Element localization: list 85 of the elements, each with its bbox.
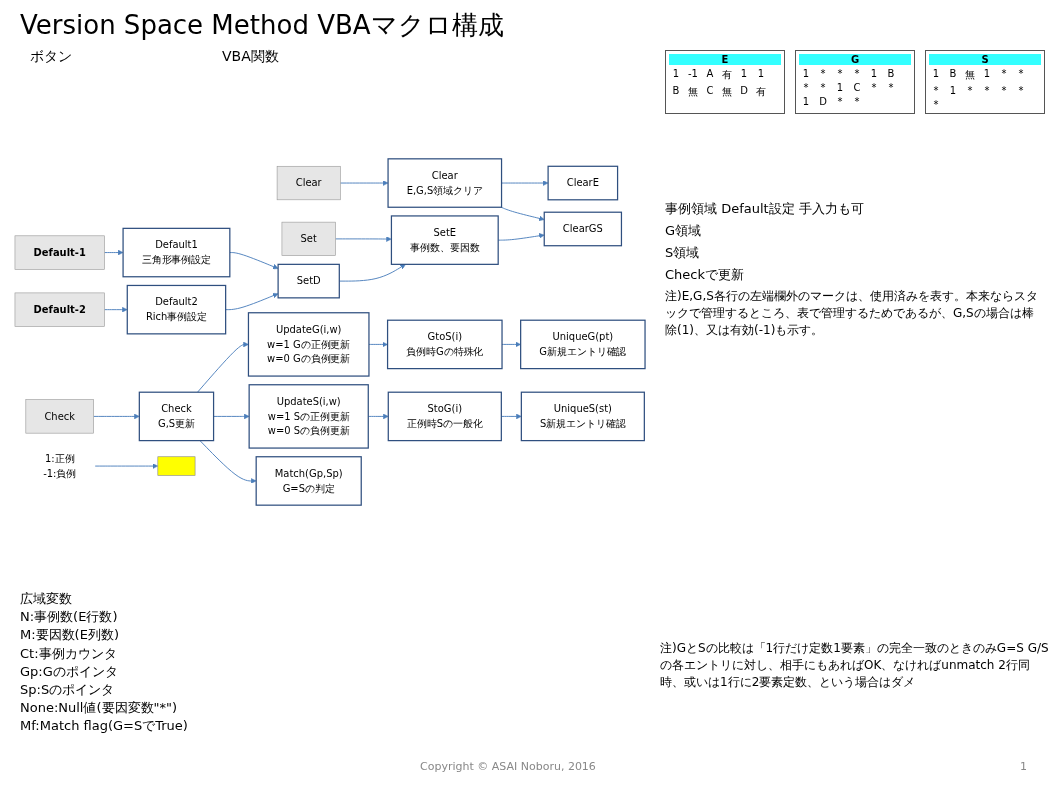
variable-text: Mf:Match flag(G=SでTrue) (20, 717, 188, 736)
note-text: 注)E,G,S各行の左端欄外のマークは、使用済みを表す。本来ならスタックで管理するところ、表で管理するためであるが、G,Sの場合は棒除(1)、又は有効(-1)も示す。 (665, 288, 1039, 339)
table-cell-text: 1 (801, 68, 811, 79)
table-cell-text: B (671, 85, 681, 98)
node-box: Default-1 (14, 235, 105, 270)
node-box: UniqueS(st) S新規エントリ確認 (520, 391, 645, 442)
variable-text: N:事例数(E行数) (20, 608, 119, 627)
node-bar (157, 456, 196, 476)
table-cell-text: C (852, 82, 862, 93)
table-cell-text: * (932, 99, 940, 110)
table-heading: G (799, 54, 911, 65)
table-cell-text: -1 (687, 68, 699, 81)
node-box: Default1 三角形事例設定 (122, 227, 231, 278)
table-cell-text: 1 (931, 68, 941, 81)
node-box: GtoS(i) 負例時Gの特殊化 (386, 319, 503, 370)
table-cell-text: 1 (756, 68, 766, 81)
table-cell-text: C (705, 85, 715, 98)
table-cell-text: D (818, 96, 828, 107)
table-cell-text: 無 (964, 68, 976, 82)
table-cell-text: D (739, 85, 749, 98)
region-label: G領域 (665, 222, 703, 240)
node-box: Set (281, 221, 336, 256)
table-cell-text: * (853, 68, 861, 79)
node-box: SetE 事例数、要因数 (390, 215, 499, 265)
table-cell-text: * (836, 96, 844, 107)
node-box: Check (25, 399, 94, 434)
table-cell-text: * (836, 68, 844, 79)
table-cell-text: * (853, 96, 861, 107)
table-cell-text: * (887, 82, 895, 93)
node-box: Clear (276, 165, 341, 201)
table-cell-text: 1 (739, 68, 749, 81)
node-box: UpdateG(i,w) w=1 Gの正例更新 w=0 Gの負例更新 (247, 312, 370, 377)
table-cell-text: * (1000, 85, 1008, 96)
table-cell-text: 1 (835, 82, 845, 93)
table-cell-text: 1 (869, 68, 879, 79)
table-cell-text: * (1017, 85, 1025, 96)
node-box: Match(Gp,Sp) G=Sの判定 (255, 456, 362, 506)
table-cell-text: * (966, 85, 974, 96)
node-box: Clear E,G,S領域クリア (387, 158, 503, 208)
table-cell-text: * (802, 82, 810, 93)
node-text: 1:正例 -1:負例 (43, 452, 77, 480)
variable-text: None:Null値(要因変数"*") (20, 699, 179, 718)
column-heading: ボタン (30, 48, 72, 64)
title: Version Space Method VBAマクロ構成 (20, 9, 504, 42)
variable-text: M:要因数(E列数) (20, 626, 120, 645)
variable-text: Ct:事例カウンタ (20, 644, 118, 663)
variable-text: Sp:Sのポインタ (20, 680, 116, 699)
table-cell-text: * (819, 82, 827, 93)
table-cell-text: 1 (801, 96, 811, 107)
node-box: UpdateS(i,w) w=1 Sの正例更新 w=0 Sの負例更新 (248, 384, 369, 449)
node-box: Default2 Rich事例設定 (126, 284, 227, 335)
table-cell-text: * (1000, 68, 1008, 81)
table-cell-text: 1 (982, 68, 992, 81)
region-label: S領域 (665, 244, 701, 262)
table-cell-text: * (1017, 68, 1025, 81)
table-cell-text: * (932, 85, 940, 96)
table-cell-text: 1 (671, 68, 681, 81)
table-cell-text: * (819, 68, 827, 79)
node-box: UniqueG(pt) G新規エントリ確認 (520, 319, 646, 370)
annotation-text: Checkで更新 (665, 266, 745, 284)
table-cell-text: B (948, 68, 958, 81)
node-box: Default-2 (14, 292, 105, 327)
table-cell-text: 1 (948, 85, 958, 96)
node-box: ClearGS (543, 211, 623, 247)
node-box: Check G,S更新 (138, 391, 215, 442)
table-cell-text: B (886, 68, 896, 79)
table-heading: S (929, 54, 1041, 65)
column-heading: VBA関数 (222, 48, 279, 64)
page-number: 1 (1020, 760, 1027, 773)
annotation-text: 事例領域 Default設定 手入力も可 (665, 200, 865, 218)
table-cell-text: * (870, 82, 878, 93)
note-text: 注)GとSの比較は「1行だけ定数1要素」の完全一致のときのみG=S G/Sの各エントリに対し、相手にもあればOK、なければunmatch 2行同時、或いは1行に2要素定数、という場合はダメ (660, 640, 1050, 691)
node-box: SetD (277, 263, 340, 299)
section-heading: 広域変数 (20, 590, 73, 608)
table-cell-text: * (983, 85, 991, 96)
node-box: StoG(i) 正例時Sの一般化 (387, 391, 502, 442)
variable-text: Gp:Gのポインタ (20, 662, 119, 681)
table-cell-text: 無 (687, 85, 699, 99)
table-cell-text: 無 (721, 85, 733, 99)
copyright-text: Copyright © ASAI Noboru, 2016 (420, 760, 596, 773)
table-heading: E (669, 54, 781, 65)
node-box: ClearE (547, 165, 619, 201)
table-cell-text: A (705, 68, 715, 81)
table-cell-text: 有 (721, 68, 733, 82)
table-cell-text: 有 (755, 85, 767, 99)
